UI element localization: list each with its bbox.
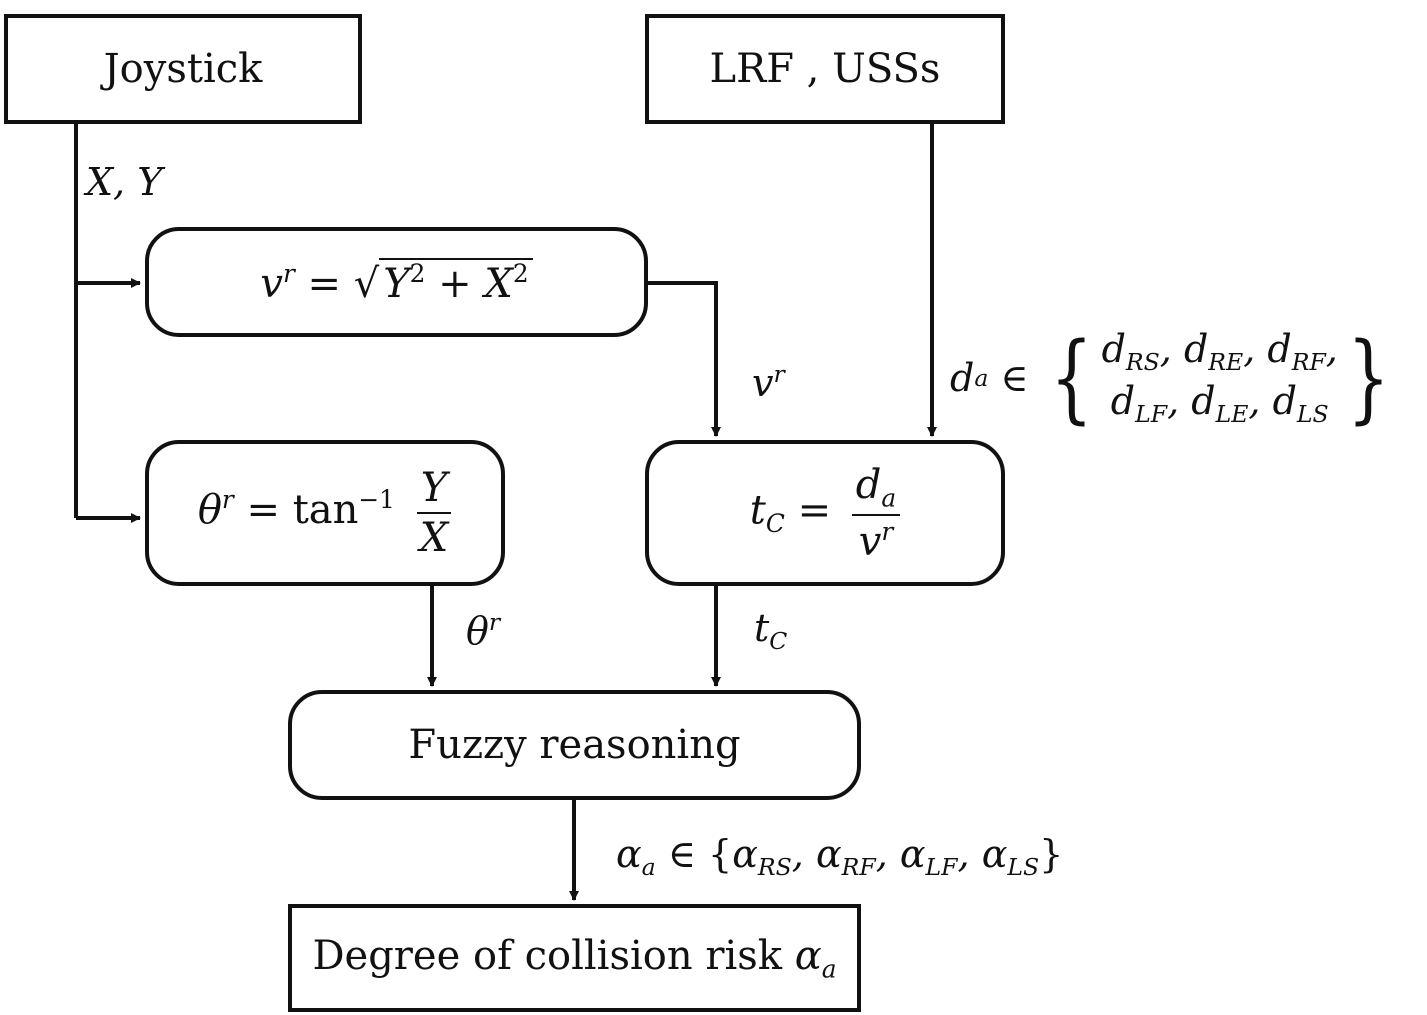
set-item-sub: RS	[757, 853, 792, 882]
set-item: d	[1272, 378, 1297, 423]
formula-sup: r	[881, 516, 894, 546]
label-sub: a	[974, 363, 989, 392]
formula-function: tan	[292, 487, 359, 533]
formula-equals: =	[307, 260, 342, 307]
node-joystick: Joystick	[4, 14, 362, 124]
node-output-label: Degree of collision risk αa	[312, 933, 836, 984]
set-item-sub: RF	[1291, 348, 1326, 377]
set-item-sub: RF	[841, 853, 876, 882]
formula-sup: 2	[409, 258, 426, 288]
sqrt-sign: √	[353, 260, 380, 307]
velocity-formula: vr = √Y2 + X2	[260, 257, 533, 307]
node-fuzzy-reasoning: Fuzzy reasoning	[288, 690, 861, 800]
formula-sup: 2	[512, 258, 529, 288]
fraction-numerator: Y	[416, 466, 452, 514]
label-base: t	[754, 606, 770, 650]
label-sub: C	[769, 627, 788, 656]
formula-equals: =	[797, 487, 832, 533]
set-item-sub: LF	[925, 853, 958, 882]
fraction-numerator: da	[851, 461, 901, 516]
edge-label-xy: X, Y	[86, 160, 163, 204]
sqrt-radicand: Y2 + X2	[379, 257, 533, 307]
set-item-sub: RE	[1208, 348, 1244, 377]
distance-set-row: dLF, dLE, dLS	[1110, 378, 1329, 428]
distance-set-row: dRS, dRE, dRF,	[1101, 327, 1338, 377]
set-item: d	[1101, 327, 1126, 371]
formula-symbol: v	[858, 518, 882, 565]
node-joystick-label: Joystick	[103, 46, 263, 92]
edge-velocity-to-ttc	[646, 281, 721, 437]
formula-symbol: θ	[197, 487, 222, 533]
element-of-symbol: ∈	[1000, 355, 1029, 400]
label-base: d	[950, 355, 975, 400]
set-item: α	[732, 832, 758, 876]
formula-symbol: d	[855, 461, 882, 508]
fraction-denominator: X	[419, 515, 449, 561]
set-item: d	[1183, 327, 1209, 371]
formula-symbol: v	[260, 260, 283, 307]
label-sup: r	[488, 608, 501, 636]
set-item-sub: LS	[1296, 399, 1329, 428]
element-of-symbol: ∈	[667, 832, 696, 876]
formula-symbol: Y	[383, 260, 410, 307]
edge-label-theta: θr	[466, 608, 500, 653]
set-item: α	[899, 832, 926, 876]
set-item: d	[1267, 327, 1292, 371]
set-item-sub: LS	[1007, 853, 1040, 882]
formula-sub: a	[881, 483, 897, 513]
set-item: d	[1191, 378, 1216, 423]
fraction-denominator: vr	[855, 516, 897, 565]
set-item: α	[815, 832, 842, 876]
node-sensors: LRF , USSs	[645, 14, 1005, 124]
formula-sub: C	[765, 508, 785, 538]
formula-sup: r	[282, 258, 295, 288]
formula-sup: r	[221, 485, 234, 515]
set-item-sub: LE	[1215, 399, 1249, 428]
formula-sub: a	[821, 954, 837, 984]
output-text: Degree of collision risk	[312, 932, 795, 979]
edge-label-tc: tC	[754, 606, 787, 655]
edge-label-vr: vr	[752, 360, 785, 405]
formula-symbol: X	[484, 260, 513, 307]
node-velocity-formula: vr = √Y2 + X2	[145, 227, 648, 337]
open-brace: {	[708, 832, 733, 876]
label-base: v	[752, 361, 774, 406]
set-item: α	[981, 832, 1008, 876]
set-item-sub: LF	[1135, 399, 1168, 428]
formula-symbol: t	[749, 487, 766, 533]
node-fuzzy-label: Fuzzy reasoning	[408, 722, 741, 768]
node-sensors-label: LRF , USSs	[709, 46, 941, 92]
node-collision-risk: Degree of collision risk αa	[288, 904, 861, 1012]
open-brace: {	[1049, 321, 1093, 434]
close-brace: }	[1347, 321, 1390, 434]
label-sup: r	[773, 360, 785, 388]
label-sub: a	[641, 853, 656, 882]
formula-equals: =	[246, 487, 280, 533]
distance-set: dRS, dRE, dRF, dLF, dLE, dLS	[1102, 326, 1338, 429]
formula-symbol: α	[794, 932, 822, 979]
label-base: θ	[466, 609, 489, 654]
set-item: d	[1110, 378, 1136, 423]
formula-plus: +	[438, 260, 472, 307]
formula-sup: −1	[358, 485, 395, 515]
label-base: α	[616, 832, 642, 876]
edge-label-alpha: αa ∈ {αRS, αRF, αLF, αLS}	[616, 832, 1064, 882]
close-brace: }	[1039, 832, 1064, 876]
set-item-sub: RS	[1125, 348, 1160, 377]
